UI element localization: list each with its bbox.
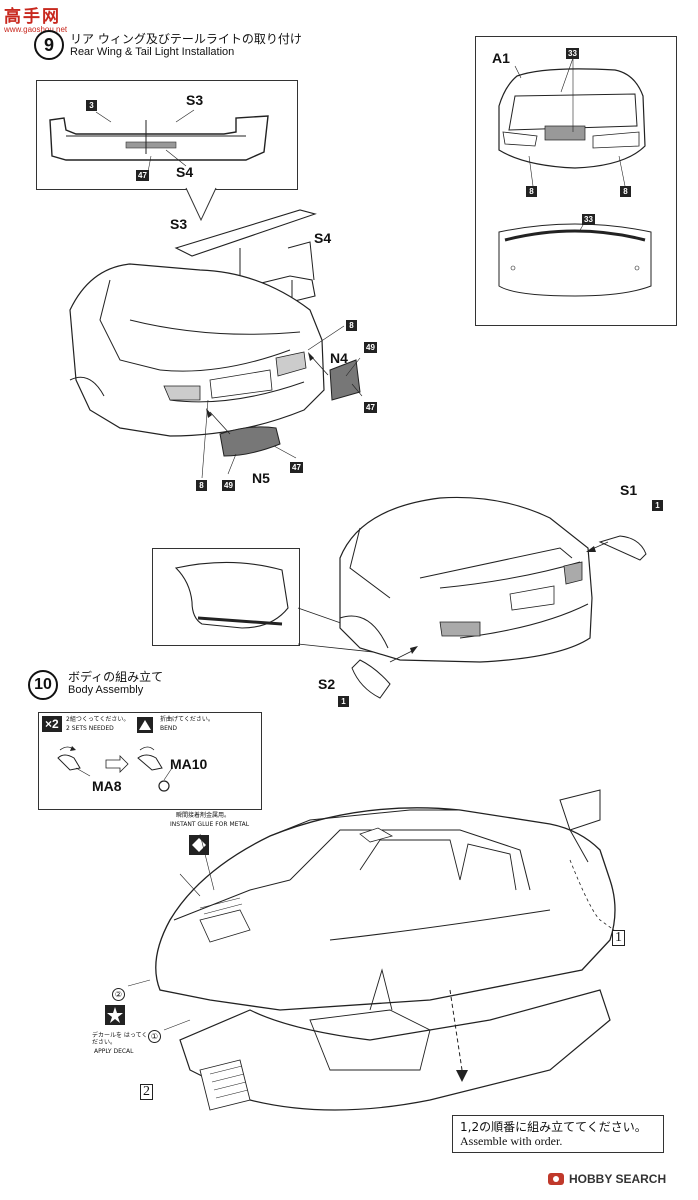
decal-1-s2: 1 — [338, 696, 349, 707]
decal-8-a1-left: 8 — [526, 186, 537, 197]
note-two-sets-en: 2 SETS NEEDED — [66, 725, 114, 732]
wing-detail-drawing — [49, 109, 269, 222]
bend-icon — [137, 717, 153, 733]
step9-car-side-drawing — [339, 496, 647, 699]
note-bend-en: BEND — [160, 725, 178, 732]
step-order-1: 1 — [612, 930, 625, 946]
watermark-top: 高手网 www.gaoshou.net — [4, 2, 67, 34]
decal-33-top: 33 — [566, 48, 579, 59]
part-n4: N4 — [330, 350, 348, 366]
part-s3: S3 — [170, 216, 188, 232]
apply-decal-jp: デカールを はってください。 — [92, 1032, 148, 1046]
decal-47-detail: 47 — [136, 170, 149, 181]
hobby-search-logo-icon — [548, 1173, 564, 1185]
watermark-title: 高手网 — [4, 7, 61, 26]
step-10-number: 10 — [28, 670, 58, 700]
order-note-en: Assemble with order. — [460, 1134, 563, 1148]
step10-body-assembly-drawing — [127, 789, 616, 1111]
decal-49-right: 49 — [364, 342, 377, 353]
fender-detail-drawing — [174, 561, 413, 655]
step-10-title-jp: ボディの組み立て — [68, 670, 164, 684]
x2-badge: ×2 — [42, 716, 62, 732]
glue-note-jp: 瞬間接着剤金属用。 — [176, 812, 231, 819]
circled-1-small: ① — [148, 1030, 161, 1043]
step-9-title-en: Rear Wing & Tail Light Installation — [70, 46, 235, 58]
decal-47-right: 47 — [364, 402, 377, 413]
decal-47-lower: 47 — [290, 462, 303, 473]
part-n5: N5 — [252, 470, 270, 486]
decal-8-right: 8 — [346, 320, 357, 331]
order-note-jp: 1,2の順番に組み立ててください。 — [460, 1120, 647, 1134]
watermark-hobby-search: HOBBY SEARCH — [569, 1172, 667, 1186]
circled-2-small: ② — [112, 988, 125, 1001]
apply-decal-en: APPLY DECAL — [94, 1048, 134, 1055]
step9-car-rear-drawing — [69, 209, 363, 479]
watermark-url: www.gaoshou.net — [4, 25, 68, 34]
watermark-bottom: HOBBY SEARCH — [548, 1172, 666, 1186]
note-bend-jp: 折曲げてください。 — [160, 716, 214, 723]
part-s1: S1 — [620, 482, 638, 498]
part-s2: S2 — [318, 676, 336, 692]
part-ma8: MA8 — [92, 778, 122, 794]
decal-8-lower: 8 — [196, 480, 207, 491]
order-note-box — [452, 1115, 664, 1153]
glue-note-en: INSTANT GLUE FOR METAL — [170, 821, 250, 828]
apply-decal-icon — [105, 1005, 125, 1025]
step-10-title-en: Body Assembly — [68, 684, 144, 696]
part-a1: A1 — [492, 50, 510, 66]
decal-49-lower: 49 — [222, 480, 235, 491]
part-ma10: MA10 — [170, 756, 208, 772]
part-s4-detail: S4 — [176, 164, 194, 180]
rear-window-drawing — [498, 57, 652, 297]
step-order-2: 2 — [140, 1084, 153, 1100]
decal-8-a1-right: 8 — [620, 186, 631, 197]
part-s3-detail: S3 — [186, 92, 204, 108]
step-9-number: 9 — [34, 30, 64, 60]
ma8-drawing — [57, 746, 173, 792]
decal-33-lower: 33 — [582, 214, 595, 225]
decal-1-s1: 1 — [652, 500, 663, 511]
part-s4: S4 — [314, 230, 332, 246]
note-two-sets-jp: 2組つくってください。 — [66, 716, 130, 723]
step-9-title-jp: リア ウィング及びテールライトの取り付け — [70, 32, 302, 46]
decal-3: 3 — [86, 100, 97, 111]
